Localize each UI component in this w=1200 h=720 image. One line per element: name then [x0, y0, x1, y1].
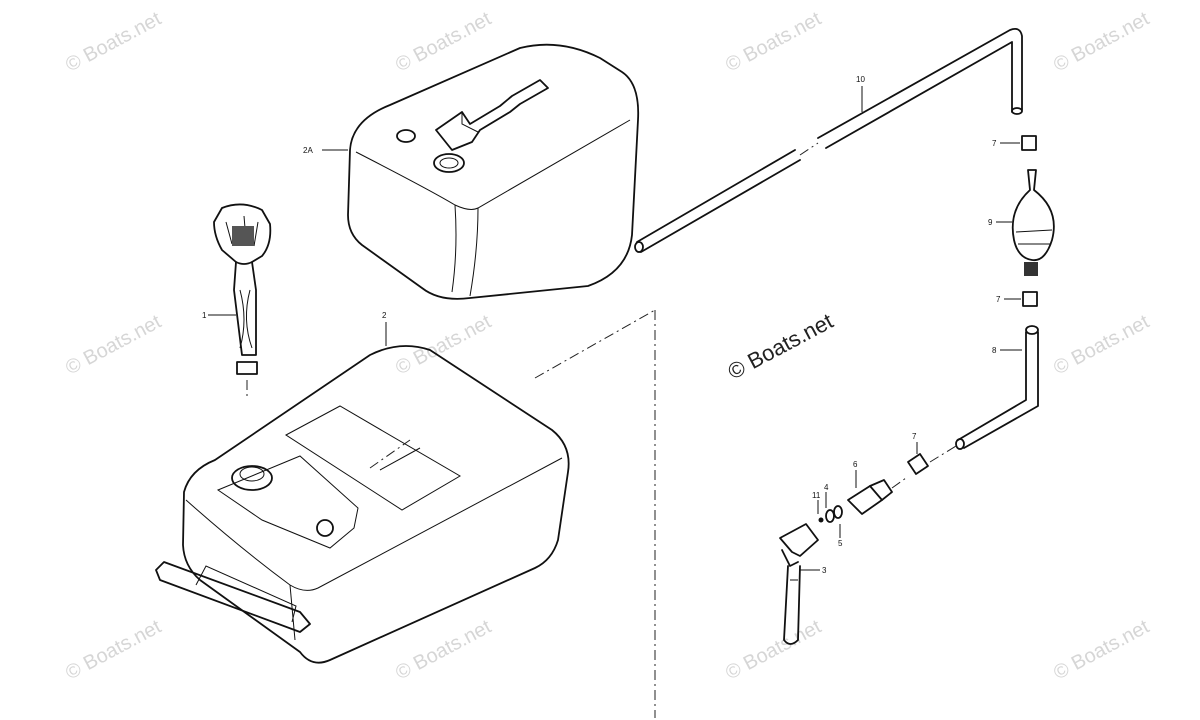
callout-label: 8 — [992, 346, 997, 355]
callout-label: 11 — [812, 491, 821, 500]
fuel-gauge — [213, 203, 272, 400]
watermark-text: © Boats.net — [62, 616, 165, 685]
fuel-hose-upper — [634, 27, 1023, 253]
callout-label: 9 — [988, 218, 993, 227]
hose-clamp-middle: 7 — [996, 291, 1038, 307]
watermark-text: © Boats.net — [62, 8, 165, 77]
callout-label: 7 — [992, 139, 997, 148]
small-fuel-tank — [347, 43, 640, 300]
callout-label: 5 — [838, 539, 843, 548]
callout-label: 10 — [856, 75, 865, 84]
tank-connector: 6 — [847, 460, 907, 515]
seal-parts: 4 11 5 — [812, 483, 843, 548]
watermark-layer: © Boats.net © Boats.net © Boats.net © Bo… — [62, 8, 1153, 685]
hose-clamp-top: 7 — [992, 135, 1037, 151]
callout-2: 2 — [382, 311, 387, 346]
watermark-text: © Boats.net — [722, 616, 825, 685]
callout-label: 6 — [853, 460, 858, 469]
watermark-text: © Boats.net — [392, 311, 495, 380]
pickup-tube: 3 — [779, 523, 827, 645]
callout-label: 3 — [822, 566, 827, 575]
fuel-hose-lower: 8 — [955, 325, 1039, 450]
callout-label: 7 — [996, 295, 1001, 304]
callout-10: 10 — [856, 75, 865, 112]
watermark-text: © Boats.net — [62, 311, 165, 380]
callout-2a: 2A — [303, 146, 348, 155]
watermark-text: © Boats.net — [1050, 616, 1153, 685]
watermark-text: © Boats.net — [722, 8, 825, 77]
watermark-text: © Boats.net — [1050, 311, 1153, 380]
callout-label: 2 — [382, 311, 387, 320]
tank-alignment-line — [534, 309, 656, 379]
hose-clamp-bottom: 7 — [907, 432, 957, 475]
callout-label: 7 — [912, 432, 917, 441]
large-fuel-tank — [155, 345, 570, 664]
callout-label: 1 — [202, 311, 207, 320]
tank-alignment-line — [369, 439, 411, 469]
callout-1: 1 — [202, 311, 236, 320]
callout-label: 2A — [303, 146, 313, 155]
callout-label: 4 — [824, 483, 829, 492]
watermark-text: © Boats.net — [1050, 8, 1153, 77]
center-watermark: © Boats.net — [724, 308, 838, 384]
primer-bulb: 9 — [988, 169, 1055, 276]
